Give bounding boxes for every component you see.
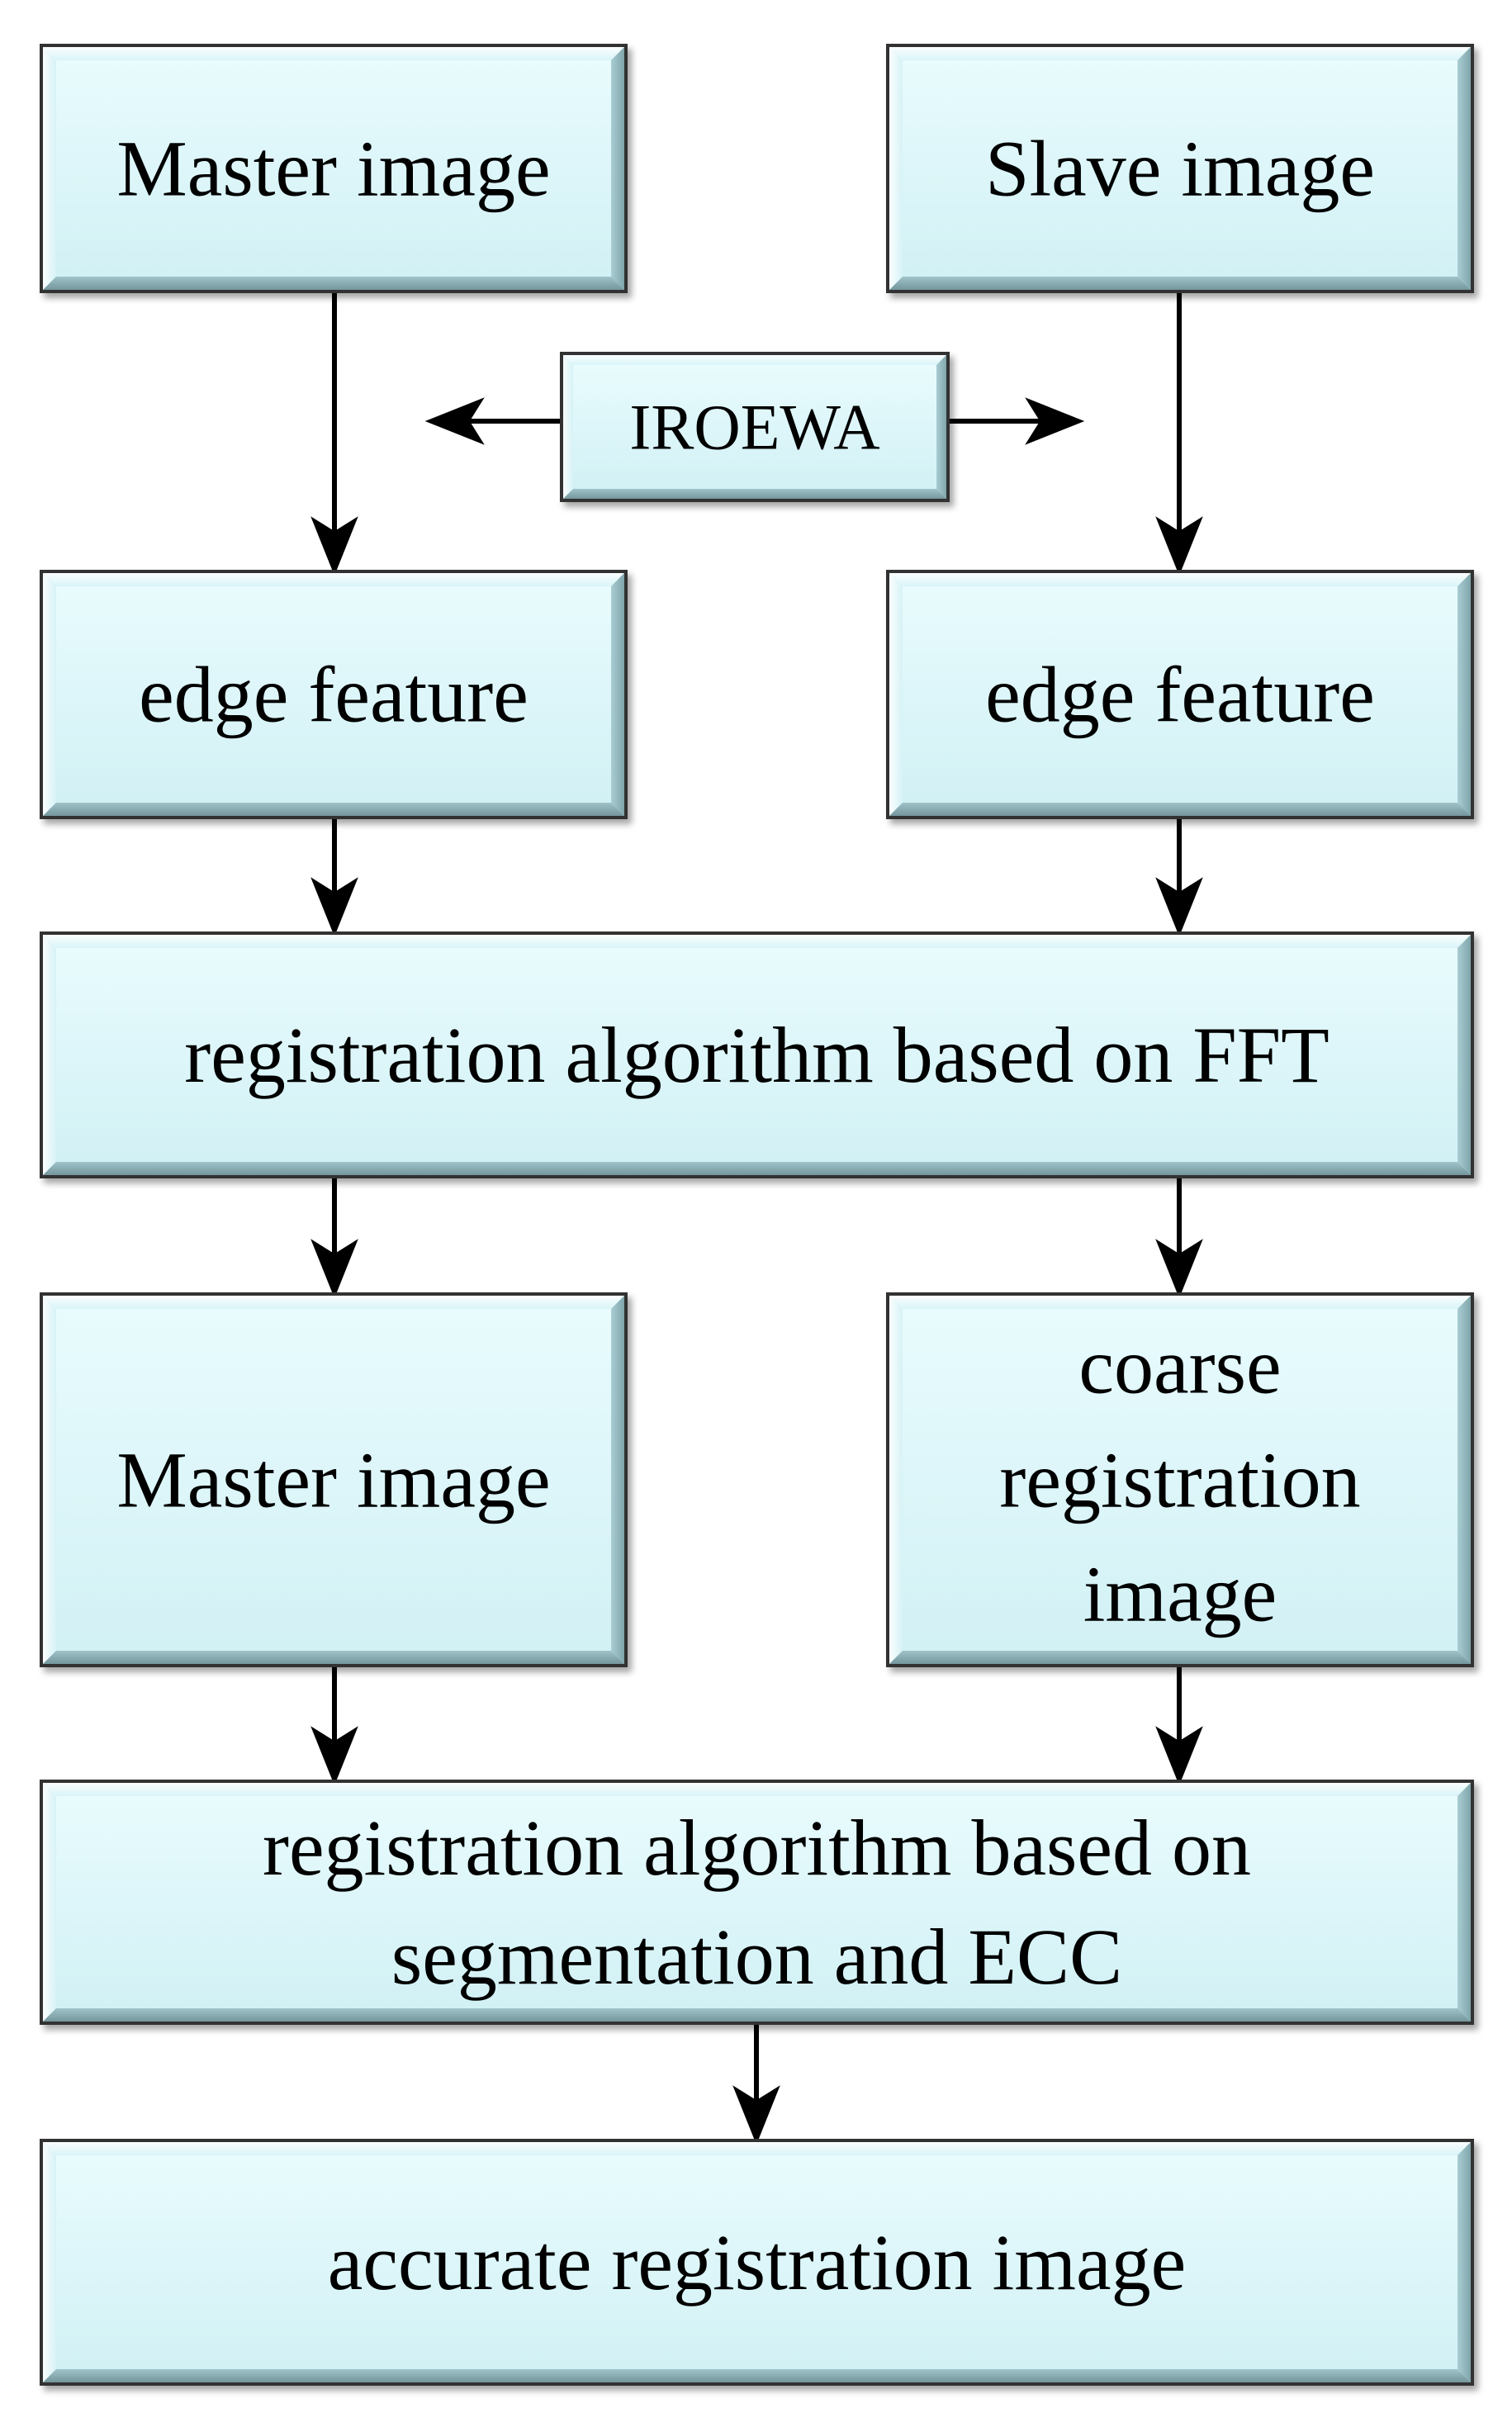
coarse-registration-box: coarse registration image <box>886 1292 1474 1667</box>
bevel-bottom <box>888 803 1472 818</box>
bevel-bottom <box>41 1162 1472 1177</box>
node-label: accurate registration image <box>328 2218 1186 2306</box>
bevel-right <box>1457 1781 1472 2023</box>
node-label: segmentation and ECC <box>391 1913 1122 2001</box>
bevel-left <box>888 45 903 292</box>
node-label: edge feature <box>985 651 1375 739</box>
box-face <box>56 60 611 277</box>
box-outline <box>886 570 1474 819</box>
box-outline <box>40 1292 628 1667</box>
edge-feature-right-box: edge feature <box>886 570 1474 819</box>
bevel-right <box>1457 2140 1472 2384</box>
bevel-left <box>41 571 56 818</box>
master-image-bottom-box: Master image <box>40 1292 628 1667</box>
iroewa-box: IROEWA <box>560 352 950 502</box>
box-face <box>56 1796 1457 2008</box>
fft-registration-box: registration algorithm based on FFT <box>40 931 1474 1178</box>
bevel-bottom <box>41 2008 1472 2023</box>
ecc-registration-box: registration algorithm based on segmentat… <box>40 1780 1474 2025</box>
node-label: coarse <box>1078 1322 1281 1410</box>
box-outline <box>40 44 628 293</box>
box-outline <box>40 1780 1474 2025</box>
bevel-bottom <box>888 277 1472 292</box>
bevel-top <box>41 45 626 60</box>
box-outline <box>40 931 1474 1178</box>
bevel-right <box>611 571 626 818</box>
box-face <box>56 948 1457 1162</box>
edge-feature-left-box: edge feature <box>40 570 628 819</box>
box-outline <box>40 2139 1474 2386</box>
bevel-right <box>1457 933 1472 1177</box>
bevel-right <box>936 353 948 500</box>
bevel-top <box>562 353 948 365</box>
bevel-top <box>41 1294 626 1309</box>
node-label: registration algorithm based on <box>263 1804 1251 1892</box>
bevel-left <box>41 1294 56 1666</box>
bevel-left <box>41 1781 56 2023</box>
bevel-bottom <box>41 277 626 292</box>
bevel-bottom <box>41 1651 626 1666</box>
bevel-bottom <box>41 2369 1472 2384</box>
box-face <box>903 1309 1457 1651</box>
box-face <box>56 2155 1457 2369</box>
bevel-left <box>562 353 573 500</box>
bevel-bottom <box>888 1651 1472 1666</box>
box-outline <box>560 352 950 502</box>
node-label: Master image <box>116 1436 550 1524</box>
bevel-right <box>611 1294 626 1666</box>
bevel-left <box>41 933 56 1177</box>
box-outline <box>886 44 1474 293</box>
box-face <box>56 586 611 803</box>
bevel-top <box>41 2140 1472 2155</box>
node-label: image <box>1083 1550 1277 1638</box>
bevel-top <box>888 1294 1472 1309</box>
bevel-bottom <box>562 489 948 500</box>
accurate-registration-box: accurate registration image <box>40 2139 1474 2386</box>
node-label: Master image <box>116 125 550 213</box>
bevel-left <box>888 1294 903 1666</box>
bevel-top <box>41 1781 1472 1796</box>
bevel-right <box>611 45 626 292</box>
box-face <box>903 586 1457 803</box>
bevel-left <box>888 571 903 818</box>
bevel-top <box>41 571 626 586</box>
bevel-top <box>888 571 1472 586</box>
box-outline <box>886 1292 1474 1667</box>
bevel-left <box>41 2140 56 2384</box>
bevel-bottom <box>41 803 626 818</box>
node-label: Slave image <box>985 125 1375 213</box>
bevel-right <box>1457 1294 1472 1666</box>
master-image-top-box: Master image <box>40 44 628 293</box>
bevel-right <box>1457 45 1472 292</box>
bevel-right <box>1457 571 1472 818</box>
bevel-left <box>41 45 56 292</box>
bevel-top <box>888 45 1472 60</box>
box-outline <box>40 570 628 819</box>
box-face <box>56 1309 611 1651</box>
box-face <box>903 60 1457 277</box>
connectors <box>310 293 1203 2145</box>
node-label: registration <box>999 1436 1360 1524</box>
slave-image-box: Slave image <box>886 44 1474 293</box>
node-label: IROEWA <box>629 391 879 463</box>
bevel-top <box>41 933 1472 948</box>
node-label: registration algorithm based on FFT <box>184 1011 1329 1099</box>
node-label: edge feature <box>139 651 528 739</box>
box-face <box>573 365 936 489</box>
